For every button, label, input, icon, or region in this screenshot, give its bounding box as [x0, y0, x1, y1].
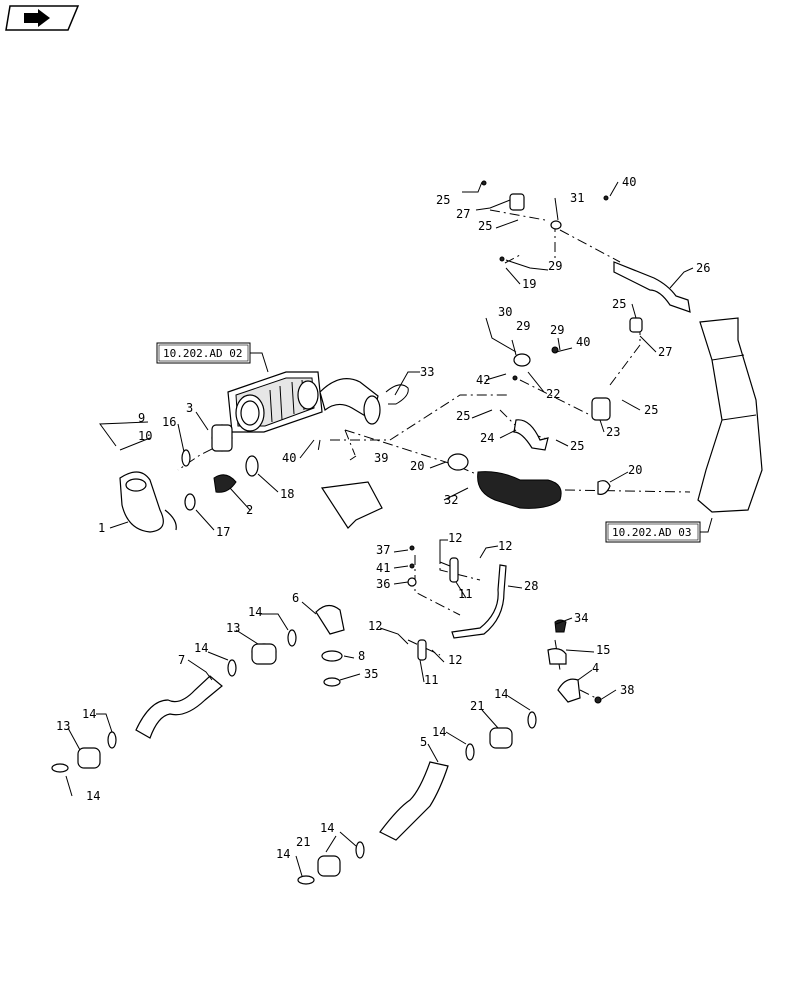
callout-38[interactable]: 38 [620, 683, 634, 697]
tube-28 [407, 545, 507, 661]
callout-13b[interactable]: 13 [56, 719, 70, 733]
callout-1[interactable]: 1 [98, 521, 105, 535]
callout-14g[interactable]: 14 [320, 821, 334, 835]
callout-14c[interactable]: 14 [82, 707, 96, 721]
hose-5 [297, 619, 602, 885]
callout-39[interactable]: 39 [374, 451, 388, 465]
callout-17[interactable]: 17 [216, 525, 230, 539]
callout-13a[interactable]: 13 [226, 621, 240, 635]
callout-42[interactable]: 42 [476, 373, 490, 387]
callout-14a[interactable]: 14 [248, 605, 262, 619]
callout-4[interactable]: 4 [592, 661, 599, 675]
clamp-20-right [597, 480, 611, 495]
callout-10[interactable]: 10 [138, 429, 152, 443]
callout-12a[interactable]: 12 [448, 531, 462, 545]
callout-14f[interactable]: 14 [432, 725, 446, 739]
callout-14d[interactable]: 14 [86, 789, 100, 803]
callouts: 1 2 3 4 5 6 7 8 9 10 11 11 12 12 12 12 1… [56, 175, 710, 861]
callout-5[interactable]: 5 [420, 735, 427, 749]
callout-24[interactable]: 24 [480, 431, 494, 445]
callout-6[interactable]: 6 [292, 591, 299, 605]
callout-40a[interactable]: 40 [622, 175, 636, 189]
callout-3[interactable]: 3 [186, 401, 193, 415]
callout-34[interactable]: 34 [574, 611, 588, 625]
callout-29c[interactable]: 29 [550, 323, 564, 337]
callout-19[interactable]: 19 [522, 277, 536, 291]
callout-32[interactable]: 32 [444, 493, 458, 507]
nav-arrow-button[interactable] [5, 5, 80, 31]
callout-29b[interactable]: 29 [516, 319, 530, 333]
callout-12b[interactable]: 12 [498, 539, 512, 553]
top-small-parts [481, 180, 643, 451]
callout-25c[interactable]: 25 [612, 297, 626, 311]
callout-12d[interactable]: 12 [448, 653, 462, 667]
hose-32 [447, 453, 562, 509]
callout-21a[interactable]: 21 [470, 699, 484, 713]
ref-box-2[interactable]: 10.202.AD 03 [605, 521, 701, 543]
callout-37[interactable]: 37 [376, 543, 390, 557]
callout-2[interactable]: 2 [246, 503, 253, 517]
callout-20a[interactable]: 20 [410, 459, 424, 473]
callout-12c[interactable]: 12 [368, 619, 382, 633]
callout-9[interactable]: 9 [138, 411, 145, 425]
arrow-right-icon [24, 9, 50, 27]
intake-tube [613, 261, 763, 513]
callout-23[interactable]: 23 [606, 425, 620, 439]
callout-33[interactable]: 33 [420, 365, 434, 379]
callout-40b[interactable]: 40 [576, 335, 590, 349]
callout-36[interactable]: 36 [376, 577, 390, 591]
callout-18[interactable]: 18 [280, 487, 294, 501]
callout-25b[interactable]: 25 [478, 219, 492, 233]
callout-28[interactable]: 28 [524, 579, 538, 593]
callout-30[interactable]: 30 [498, 305, 512, 319]
callout-26[interactable]: 26 [696, 261, 710, 275]
heat-shield [320, 481, 383, 529]
callout-41[interactable]: 41 [376, 561, 390, 575]
callout-22[interactable]: 22 [546, 387, 560, 401]
svg-text:10.202.AD 03: 10.202.AD 03 [612, 526, 691, 539]
callout-7[interactable]: 7 [178, 653, 185, 667]
callout-27b[interactable]: 27 [658, 345, 672, 359]
left-flex-components [119, 424, 259, 533]
callout-16[interactable]: 16 [162, 415, 176, 429]
callout-25e[interactable]: 25 [644, 403, 658, 417]
callout-14b[interactable]: 14 [194, 641, 208, 655]
ref-box-1[interactable]: 10.202.AD 02 [156, 342, 251, 364]
callout-15[interactable]: 15 [596, 643, 610, 657]
callout-29a[interactable]: 29 [548, 259, 562, 273]
callout-20b[interactable]: 20 [628, 463, 642, 477]
callout-14h[interactable]: 14 [276, 847, 290, 861]
callout-25f[interactable]: 25 [570, 439, 584, 453]
air-cleaner-housing [227, 371, 381, 433]
assembly-lines [177, 209, 691, 701]
callout-14e[interactable]: 14 [494, 687, 508, 701]
leader-lines [65, 181, 694, 877]
callout-40c[interactable]: 40 [282, 451, 296, 465]
elbow-6 [315, 604, 345, 687]
hose-7 [51, 629, 297, 773]
callout-8[interactable]: 8 [358, 649, 365, 663]
callout-21b[interactable]: 21 [296, 835, 310, 849]
callout-11b[interactable]: 11 [424, 673, 438, 687]
callout-25d[interactable]: 25 [456, 409, 470, 423]
callout-11a[interactable]: 11 [458, 587, 472, 601]
callout-35[interactable]: 35 [364, 667, 378, 681]
callout-31[interactable]: 31 [570, 191, 584, 205]
callout-27a[interactable]: 27 [456, 207, 470, 221]
callout-25a[interactable]: 25 [436, 193, 450, 207]
gasket-33 [385, 384, 409, 405]
svg-text:10.202.AD 02: 10.202.AD 02 [163, 347, 242, 360]
